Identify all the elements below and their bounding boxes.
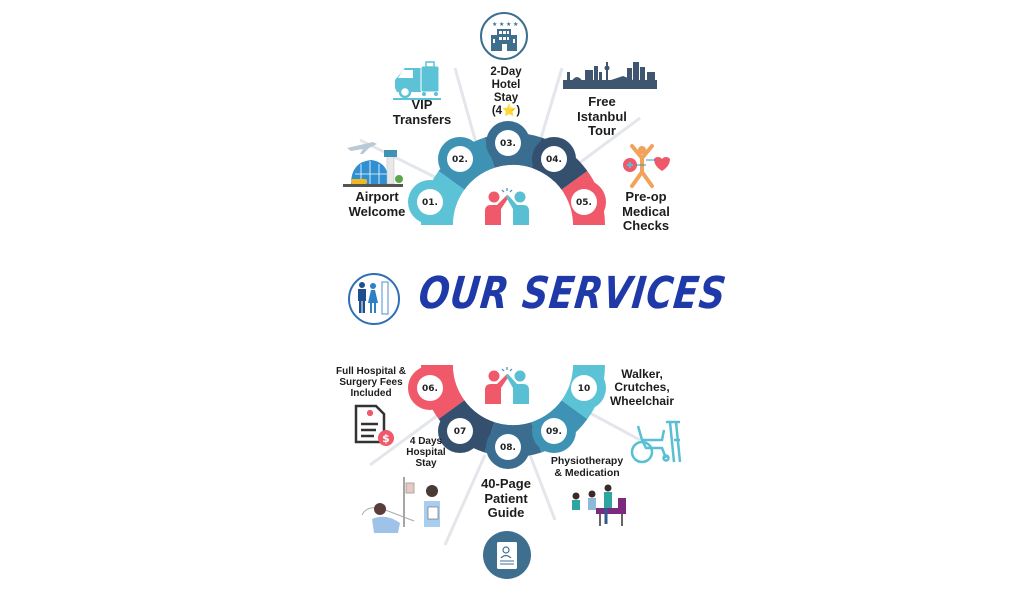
svg-text:★: ★: [492, 21, 497, 28]
svg-text:$: $: [382, 432, 390, 445]
label-line: Surgery Fees: [339, 377, 403, 389]
service-hotel-stay: 2-Day Hotel Stay (4⭐): [476, 66, 536, 118]
service-physiotherapy: Physiotherapy & Medication: [540, 455, 634, 480]
service-patient-guide: 40-Page Patient Guide: [470, 476, 542, 521]
medical-check-icon: [623, 144, 670, 188]
decorative-rays-top: [359, 67, 641, 184]
number-07: 07: [454, 427, 467, 437]
service-istanbul-tour: Free Istanbul Tour: [570, 94, 634, 139]
service-mobility-aids: Walker, Crutches, Wheelchair: [600, 367, 684, 408]
page-title: OUR SERVICES: [416, 268, 730, 319]
number-06: 06.: [422, 384, 438, 394]
number-08: 08.: [500, 443, 516, 453]
label-line: Pre-op: [625, 189, 667, 204]
label-line: Free: [588, 94, 616, 109]
high-five-icon-bottom: [485, 367, 529, 404]
invoice-icon: $: [354, 404, 394, 446]
service-airport-welcome: Airport Welcome: [338, 189, 416, 219]
people-height-icon: [348, 273, 400, 325]
label-line: Wheelchair: [609, 393, 675, 408]
label-line: Stay: [415, 458, 437, 470]
label-line: Stay: [493, 91, 519, 104]
label-line: Checks: [622, 218, 670, 234]
svg-text:★: ★: [499, 21, 504, 28]
airport-icon: [343, 142, 403, 187]
label-line: Patient: [484, 490, 528, 506]
decorative-rays-bottom: [369, 403, 641, 546]
label-line: Included: [350, 388, 392, 400]
label-line: Guide: [487, 505, 525, 521]
label-line: 40-Page: [481, 476, 531, 491]
label-line: Welcome: [348, 203, 406, 219]
svg-text:★: ★: [513, 21, 518, 28]
bottom-number-bubbles: [417, 375, 597, 460]
label-line: Istanbul: [577, 108, 627, 124]
number-02: 02.: [452, 155, 468, 165]
label-line: Full Hospital &: [336, 366, 406, 377]
label-line: 4 Days: [409, 436, 443, 447]
label-line: Walker,: [621, 367, 663, 381]
svg-text:★: ★: [506, 21, 511, 28]
label-line: Hotel: [491, 78, 521, 91]
service-vip-transfers: VIP Transfers: [382, 97, 462, 127]
guide-book-icon: [483, 531, 531, 579]
top-number-bubbles: [417, 130, 597, 215]
number-03: 03.: [500, 139, 516, 149]
number-09: 09.: [546, 427, 562, 437]
service-preop-checks: Pre-op Medical Checks: [612, 189, 680, 234]
physiotherapy-icon: [572, 484, 626, 526]
label-line: Tour: [588, 123, 616, 139]
label-line: Crutches,: [614, 380, 670, 395]
number-01: 01.: [422, 198, 438, 208]
label-line: Medical: [622, 203, 670, 219]
label-line: VIP: [411, 97, 433, 112]
high-five-icon: [485, 188, 529, 225]
number-05: 05.: [576, 198, 592, 208]
service-hospital-fees: Full Hospital & Surgery Fees Included: [325, 366, 417, 400]
label-line: Physiotherapy: [550, 455, 624, 467]
number-04: 04.: [546, 155, 562, 165]
label-line: Airport: [355, 189, 399, 204]
label-line: Transfers: [392, 111, 452, 127]
label-line: Hospital: [406, 447, 446, 459]
label-line: & Medication: [554, 466, 620, 479]
label-line: (4⭐): [491, 104, 521, 117]
van-icon: [393, 61, 441, 100]
number-10: 10: [578, 384, 591, 394]
service-hospital-stay: 4 Days Hospital Stay: [396, 436, 456, 470]
hospital-bed-icon: [361, 477, 440, 533]
mobility-aids-icon: [630, 420, 682, 464]
city-skyline-icon: [563, 62, 657, 89]
label-line: 2-Day: [490, 66, 522, 78]
hotel-icon: ★★★★: [480, 12, 528, 60]
